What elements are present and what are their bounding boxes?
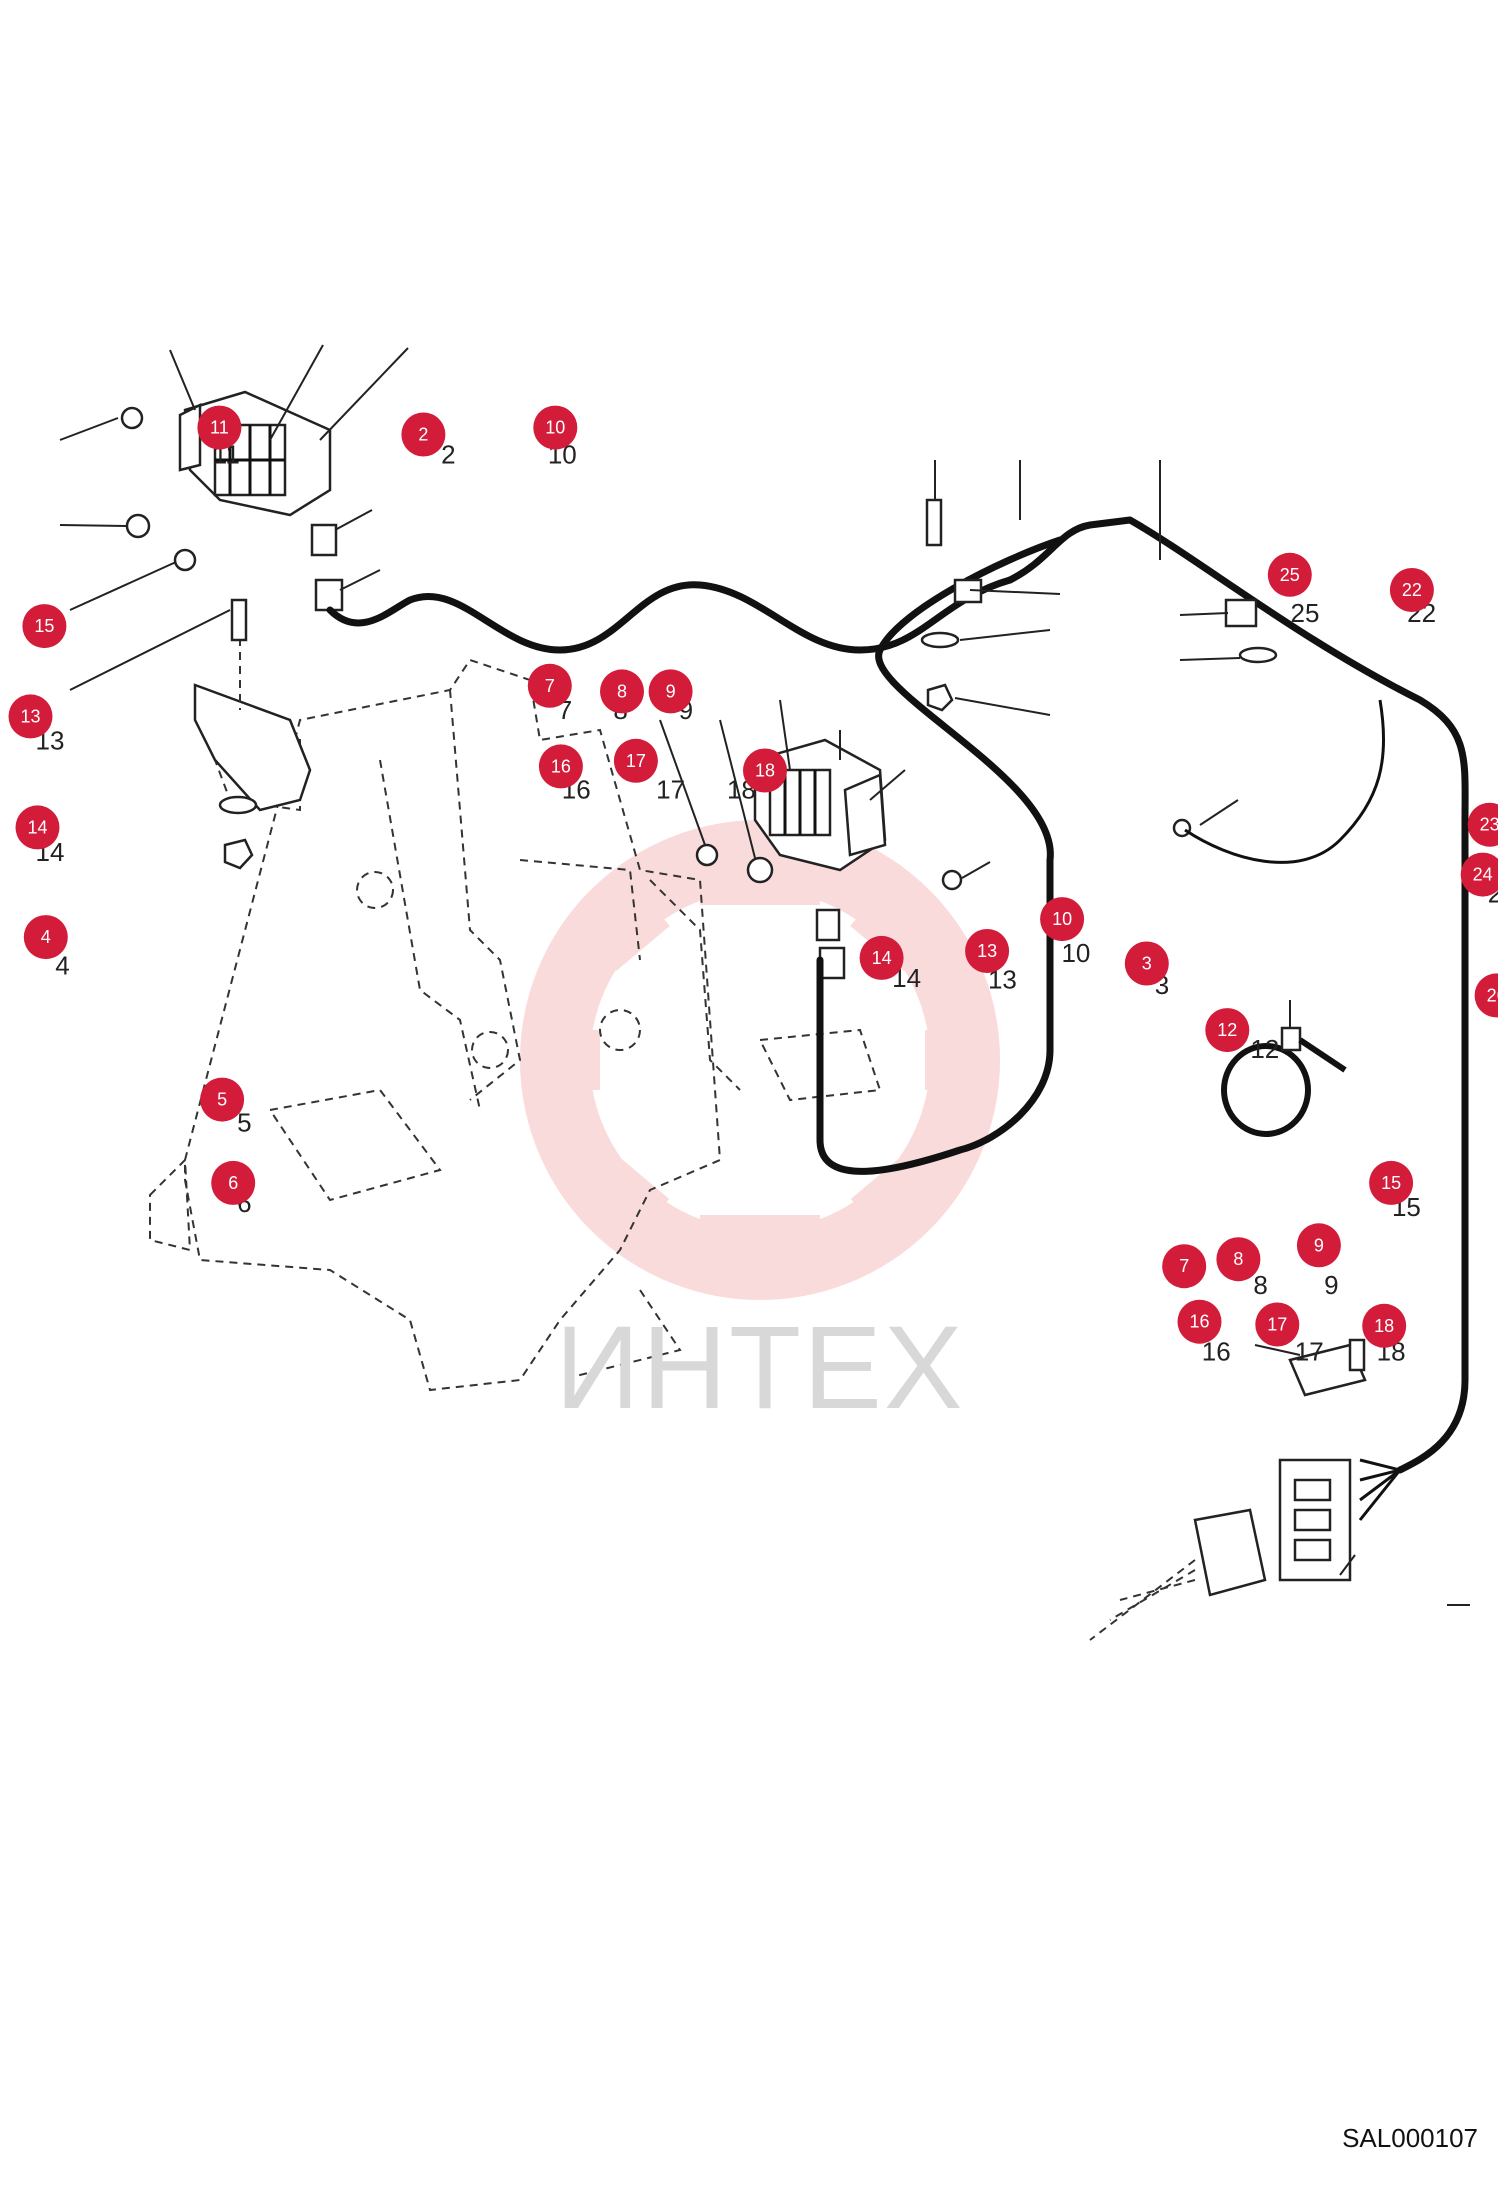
watermark-text: ИНТЕХ (555, 1300, 965, 1436)
callout-22: 22 (1390, 568, 1434, 612)
callout-label: 14 (872, 948, 892, 968)
callout-label: 17 (1267, 1315, 1287, 1335)
callout-14: 14 (860, 936, 904, 980)
callout-18: 18 (1362, 1304, 1406, 1348)
callout-9: 9 (1297, 1223, 1341, 1267)
callout-15: 15 (1369, 1161, 1413, 1205)
callout-17: 17 (614, 739, 658, 783)
ghost-label: 17 (1295, 1337, 1324, 1367)
callout-8: 8 (1216, 1237, 1260, 1281)
ghost-label: 12 (1250, 1034, 1279, 1064)
callout-label: 15 (1381, 1173, 1401, 1193)
callout-4: 4 (24, 915, 68, 959)
ghost-label: 25 (1291, 598, 1320, 628)
callout-label: 23 (1480, 815, 1498, 835)
callout-10: 10 (533, 406, 577, 450)
callout-label: 24 (1473, 865, 1493, 885)
callout-label: 7 (1179, 1256, 1189, 1276)
connector-20 (1280, 1460, 1350, 1580)
callout-label: 13 (20, 706, 40, 726)
callout-15: 15 (22, 604, 66, 648)
watermark-gear-icon (540, 845, 985, 1275)
callout-label: 9 (666, 681, 676, 701)
work-lamp-left (180, 392, 330, 515)
callout-5: 5 (200, 1078, 244, 1122)
mounting-bracket (195, 610, 310, 810)
callout-16: 16 (1178, 1300, 1222, 1344)
callout-label: 10 (1052, 909, 1072, 929)
callout-13: 13 (965, 929, 1009, 973)
callout-label: 15 (34, 616, 54, 636)
ghost-label: 10 (1061, 938, 1090, 968)
callout-label: 3 (1142, 954, 1152, 974)
callout-label: 16 (551, 756, 571, 776)
callout-label: 18 (755, 761, 775, 781)
callout-23: 23 (1468, 803, 1498, 847)
callout-label: 8 (617, 681, 627, 701)
callout-label: 22 (1402, 580, 1422, 600)
callout-12: 12 (1205, 1008, 1249, 1052)
callout-label: 5 (217, 1090, 227, 1110)
callout-label: 8 (1233, 1249, 1243, 1269)
callout-6: 6 (211, 1161, 255, 1205)
ghost-label: 2 (441, 440, 455, 470)
callout-14: 14 (16, 805, 60, 849)
callout-2: 2 (401, 413, 445, 457)
drawing-code: SAL000107 (1342, 2123, 1478, 2154)
callout-label: 18 (1374, 1316, 1394, 1336)
callout-label: 25 (1280, 565, 1300, 585)
callout-10: 10 (1040, 897, 1084, 941)
callout-13: 13 (9, 694, 53, 738)
callout-label: 13 (977, 941, 997, 961)
connector-mating (1090, 1510, 1265, 1640)
callout-label: 11 (210, 418, 229, 438)
callout-label: 12 (1217, 1020, 1237, 1040)
callout-label: 4 (41, 927, 51, 947)
callout-label: 14 (27, 817, 47, 837)
callout-label: 10 (545, 418, 565, 438)
callout-26: 26 (1475, 973, 1498, 1017)
callout-label: 26 (1487, 985, 1498, 1005)
callout-7: 7 (528, 664, 572, 708)
callout-25: 25 (1268, 553, 1312, 597)
callout-label: 9 (1314, 1235, 1324, 1255)
callout-label: 2 (418, 425, 428, 445)
ghost-label: 17 (656, 774, 685, 804)
callout-label: 6 (228, 1173, 238, 1193)
ghost-label: 9 (1324, 1270, 1338, 1300)
callout-16: 16 (539, 744, 583, 788)
callout-3: 3 (1125, 942, 1169, 986)
callout-label: 7 (545, 676, 555, 696)
callout-7: 7 (1162, 1244, 1206, 1288)
callout-label: 16 (1189, 1312, 1209, 1332)
callout-label: 17 (626, 751, 646, 771)
ghost-label: 8 (1253, 1270, 1267, 1300)
callout-18: 18 (743, 749, 787, 793)
callout-9: 9 (649, 669, 693, 713)
callout-11: 11 (197, 406, 241, 450)
callout-8: 8 (600, 669, 644, 713)
callout-17: 17 (1255, 1303, 1299, 1347)
